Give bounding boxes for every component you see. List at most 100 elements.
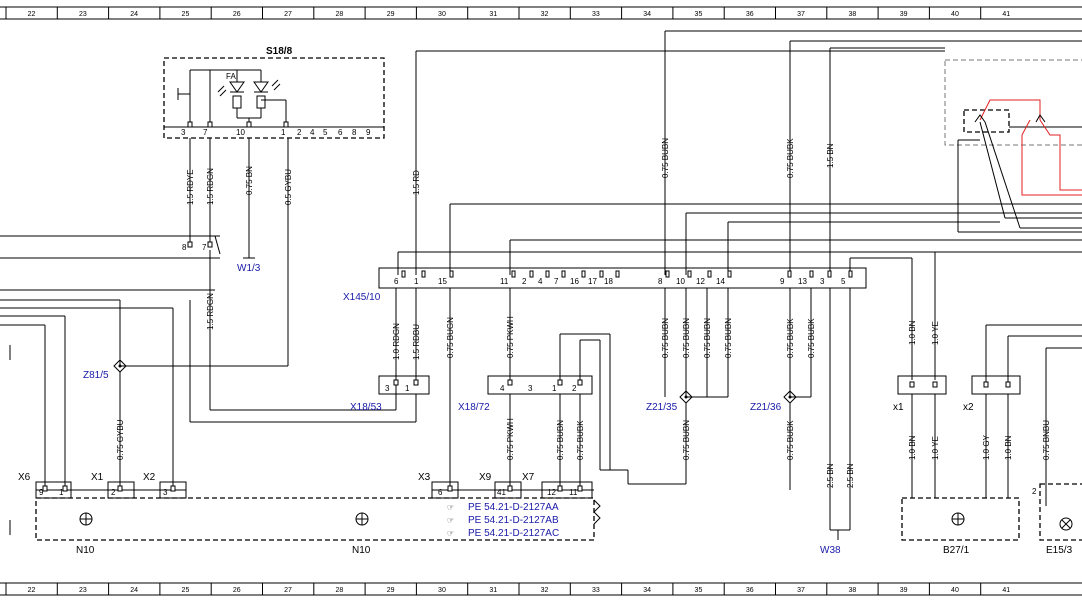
grid-column-label: 24 — [130, 11, 138, 18]
pin-marker — [707, 270, 712, 278]
grid-column-label: 26 — [233, 11, 241, 18]
grid-column-label: 29 — [387, 11, 395, 18]
reference-link-text[interactable]: PE 54.21-D-2127AC — [468, 528, 559, 539]
pin-marker — [727, 270, 732, 278]
reference-link-text[interactable]: PE 54.21-D-2127AB — [468, 515, 559, 526]
pin: 15 — [438, 277, 447, 286]
wire-label: 1.0 BN — [908, 435, 917, 460]
wire-label: 0.5 GYBU — [284, 169, 293, 205]
grid-strip-top — [0, 6, 1082, 20]
grid-column-label: 32 — [541, 11, 549, 18]
n10-left-label: N10 — [76, 545, 95, 556]
grid-column-label: 22 — [28, 11, 36, 18]
x18-72-connector: 4 3 1 2 0.75 PKWH 0.75 BUBN 0.75 BUBK — [487, 333, 687, 490]
wire-label: 1.0 GY — [982, 434, 991, 460]
wire-label: 1.0 BN — [908, 320, 917, 345]
wires-x145-down: 1.0 RDGN 1.5 RDBU 0.75 BUGN 0.75 PKWH 0.… — [392, 288, 940, 540]
wire-label: 0.75 GYBU — [116, 419, 125, 460]
grid-column-label: 30 — [438, 587, 446, 594]
wire-label: 0.75 BUBN — [661, 138, 670, 178]
reference-link[interactable]: ☞ PE 54.21-D-2127AA — [447, 502, 559, 513]
grid-column-label: 33 — [592, 587, 600, 594]
grid-column-label: 38 — [848, 587, 856, 594]
wire-label: 1.0 YE — [931, 436, 940, 460]
n10-connector-label: X3 — [418, 472, 431, 483]
b27-1-label: B27/1 — [943, 545, 970, 556]
pin: 10 — [676, 277, 685, 286]
pin-marker — [809, 270, 814, 278]
wire-label: 0.75 BUBK — [786, 318, 795, 358]
wire-label: 0.75 PKWH — [506, 418, 515, 460]
x18-53-label: X18/53 — [350, 402, 382, 413]
wire-label: 1.0 YE — [931, 321, 940, 345]
pin: 8 — [352, 128, 357, 137]
hand-pointer-icon: ☞ — [447, 529, 454, 538]
w38-label: W38 — [820, 545, 841, 556]
reference-link[interactable]: ☞ PE 54.21-D-2127AB — [447, 515, 559, 526]
pin: 6 — [438, 488, 443, 497]
wire-label: 0.75 BUBK — [786, 420, 795, 460]
pin-marker — [581, 270, 586, 278]
pin: 4 — [538, 277, 543, 286]
grid-column-label: 27 — [284, 587, 292, 594]
pin-marker — [827, 270, 832, 278]
pin-marker — [511, 270, 516, 278]
n10-module: X6 9 1 X1 2 X2 3 X3 6 X9 41 X7 12 11 — [18, 472, 601, 541]
pin: 1 — [405, 384, 410, 393]
wire-label: 1.5 RDGN — [206, 293, 215, 330]
pin: 12 — [696, 277, 705, 286]
x2-connector: 1.0 GY 1.0 BN 0.75 BNBU — [971, 324, 1082, 498]
grid-column-label: 29 — [387, 587, 395, 594]
x1-label: x1 — [893, 402, 904, 413]
pin-marker — [421, 270, 426, 278]
pin: 13 — [798, 277, 807, 286]
pin: 6 — [338, 128, 343, 137]
n10-connector-label: X7 — [522, 472, 535, 483]
e15-component: 2 — [1032, 483, 1082, 541]
pin: 41 — [497, 488, 506, 497]
n10-connector-label: X2 — [143, 472, 156, 483]
pin: 2 — [572, 384, 577, 393]
z81-5-splice: 0.75 GYBU — [113, 300, 288, 490]
wire-label: 0.75 BN — [245, 166, 254, 195]
pin: 5 — [323, 128, 328, 137]
wire-label: 1.5 RDGN — [206, 168, 215, 205]
grid-column-label: 39 — [900, 587, 908, 594]
w1-3-label: W1/3 — [237, 263, 261, 274]
z21-35-label: Z21/35 — [646, 402, 678, 413]
pin: 4 — [500, 384, 505, 393]
grid-column-label: 40 — [951, 11, 959, 18]
pin: 3 — [385, 384, 390, 393]
grid-strip-bottom — [0, 582, 1082, 596]
pin: 1 — [414, 277, 419, 286]
pin: 2 — [111, 488, 116, 497]
x1-connector: 1.0 BN 1.0 YE — [897, 375, 947, 498]
pin-marker — [449, 270, 454, 278]
pin: 12 — [547, 488, 556, 497]
grid-column-label: 25 — [182, 11, 190, 18]
grid-column-label: 24 — [130, 587, 138, 594]
grid-column-label: 30 — [438, 11, 446, 18]
pin: 11 — [569, 488, 578, 497]
pin-marker — [529, 270, 534, 278]
s18-8-pins: 3 7 10 1 2 4 5 6 8 9 — [181, 128, 371, 137]
grid-column-label: 22 — [28, 587, 36, 594]
s18-8-switch: S18/8 FA 3 7 10 1 — [163, 46, 385, 139]
grid-column-label: 23 — [79, 11, 87, 18]
wire-label: 0.75 BUBN — [682, 420, 691, 460]
grid-column-label: 32 — [541, 587, 549, 594]
reference-link[interactable]: ☞ PE 54.21-D-2127AC — [447, 528, 559, 539]
reference-links[interactable]: ☞ PE 54.21-D-2127AA ☞ PE 54.21-D-2127AB … — [447, 502, 559, 539]
reference-link-text[interactable]: PE 54.21-D-2127AA — [468, 502, 559, 513]
grid-column-label: 31 — [489, 11, 497, 18]
pin-marker — [561, 270, 566, 278]
n10-connector-label: X9 — [479, 472, 492, 483]
pin-marker — [787, 270, 792, 278]
grid-column-label: 36 — [746, 587, 754, 594]
pin: 1 — [59, 488, 64, 497]
pin: 2 — [522, 277, 527, 286]
grid-column-label: 25 — [182, 587, 190, 594]
